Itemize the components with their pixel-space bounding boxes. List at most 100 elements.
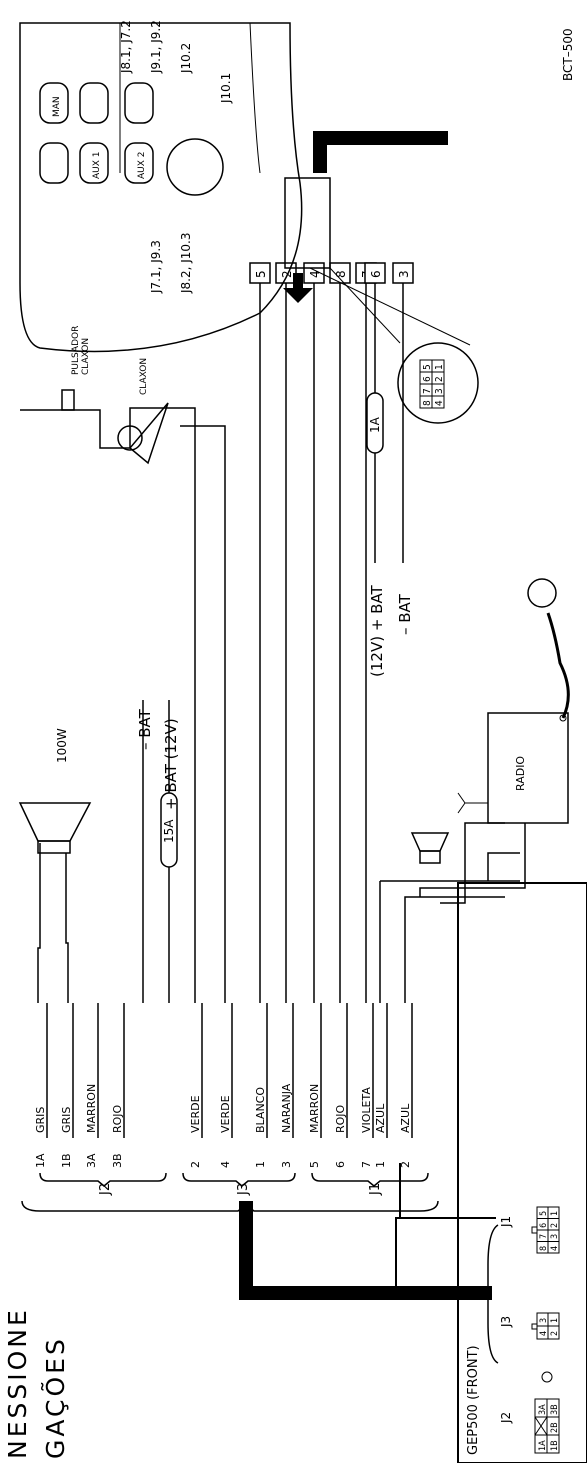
plug-pin: 8 bbox=[422, 400, 433, 406]
plug-pin: 4 bbox=[434, 400, 445, 406]
wire-color-label: GRIS bbox=[34, 1107, 47, 1133]
gep500-j3-label: J3 bbox=[499, 1316, 513, 1328]
wire-color-label: MARRON bbox=[85, 1084, 98, 1133]
wire-color-label: AZUL bbox=[374, 1103, 387, 1133]
gep500-j1-pin: 1 bbox=[550, 1211, 560, 1216]
wire-pin-label: 3 bbox=[280, 1161, 293, 1168]
fuse-15a: 15A bbox=[160, 792, 178, 868]
bat-main-plus: + BAT (12V) bbox=[162, 718, 180, 810]
wire-pin-label: 1B bbox=[60, 1153, 73, 1168]
ref-bottom-1: J8.2, J10.3 bbox=[179, 232, 193, 294]
group-label-j2: J2 bbox=[98, 1183, 113, 1196]
wire-pin-label: 2 bbox=[399, 1161, 412, 1168]
claxon-horn: CLAXON bbox=[117, 358, 169, 465]
terminal-pin: 5 bbox=[254, 270, 268, 278]
gep500-module: GEP500 (FRONT) J2 1A 3A 1B 2B 3B J3 4 3 … bbox=[457, 882, 587, 1463]
terminal-pin: 8 bbox=[334, 270, 348, 278]
control-refs: J8.1, J7.2 J9.1, J9.2 J10.2 J10.1 J7.1, … bbox=[119, 20, 233, 294]
arrow-right-icon bbox=[283, 273, 313, 303]
claxon-horn-label: CLAXON bbox=[139, 358, 149, 395]
claxon-switch-label2: CLAXON bbox=[81, 338, 91, 375]
gep500-j1-pin: 5 bbox=[539, 1211, 549, 1216]
bat-main-minus: – BAT bbox=[136, 708, 154, 750]
wire-pin-label: 3A bbox=[85, 1153, 98, 1168]
plug-pin: 5 bbox=[422, 364, 433, 370]
microphone-icon bbox=[527, 578, 557, 608]
gep500-j1-pin: 6 bbox=[539, 1223, 549, 1228]
bat-ctrl-plus: (12V) + BAT bbox=[368, 584, 386, 677]
plug-pin: 2 bbox=[434, 376, 445, 382]
gep500-j2-pin: 1A bbox=[538, 1440, 548, 1451]
wire-color-label: GRIS bbox=[60, 1107, 73, 1133]
bct500-label: BCT–500 bbox=[561, 28, 575, 81]
plug-pin: 7 bbox=[422, 388, 433, 394]
wire-color-label: ROJO bbox=[334, 1104, 347, 1133]
speaker-100w-label: 100W bbox=[55, 728, 69, 763]
radio-label: RADIO bbox=[514, 756, 527, 791]
radio-unit: RADIO bbox=[410, 578, 570, 864]
button-aux2[interactable] bbox=[124, 142, 154, 184]
plug-cell bbox=[431, 359, 445, 373]
button-horn-mode[interactable] bbox=[39, 142, 69, 184]
speaker-100w: 100W bbox=[18, 728, 92, 854]
wire-color-label: AZUL bbox=[399, 1103, 412, 1133]
wire-color-label: VERDE bbox=[189, 1095, 202, 1133]
gep500-j1-connector: 8 7 6 5 4 3 2 1 bbox=[531, 1206, 560, 1254]
button-lamp[interactable] bbox=[124, 82, 154, 124]
bct500-remote: MAN AUX 1 AUX 2 BCT–500 bbox=[19, 22, 575, 353]
dpad[interactable] bbox=[166, 138, 224, 196]
gep500-j2-connector: 1A 3A 1B 2B 3B bbox=[534, 1371, 560, 1454]
wire-pin-label: 4 bbox=[219, 1161, 232, 1168]
ref-top-2: J10.2 bbox=[179, 43, 193, 74]
wire-color-label: ROJO bbox=[111, 1104, 124, 1133]
claxon-switch: PULSADOR CLAXON bbox=[20, 326, 130, 449]
terminal-pin: 3 bbox=[397, 270, 411, 278]
gep500-j3-connector: 4 3 2 1 bbox=[531, 1312, 560, 1340]
fuse-1a-label: 1A bbox=[368, 416, 382, 433]
gep500-j2-pin: 3A bbox=[538, 1404, 548, 1415]
terminal-cell bbox=[329, 262, 351, 284]
gep500-j3-pin: 4 bbox=[539, 1331, 549, 1336]
button-music[interactable] bbox=[79, 82, 109, 124]
button-aux2-label: AUX 2 bbox=[137, 152, 147, 180]
title-line2: GAÇÕES bbox=[40, 1336, 70, 1459]
gep500-j1-pin: 7 bbox=[539, 1234, 549, 1239]
button-aux1-label: AUX 1 bbox=[92, 152, 102, 180]
gep500-j1-pin: 3 bbox=[550, 1234, 560, 1239]
gep500-j2-pin: 2B bbox=[550, 1422, 560, 1433]
button-man-label: MAN bbox=[52, 96, 62, 117]
bat-ctrl-minus: – BAT bbox=[396, 593, 414, 635]
wire-color-label: NARANJA bbox=[280, 1083, 293, 1133]
ref-bottom-0: J7.1, J9.3 bbox=[149, 240, 163, 294]
wire-color-label: VERDE bbox=[219, 1095, 232, 1133]
wire-labels: 1AGRIS1BGRIS3AMARRON3BROJO2VERDE4VERDE1B… bbox=[34, 1003, 413, 1168]
ref-top-1: J9.1, J9.2 bbox=[149, 20, 163, 74]
gep500-j3-pin: 1 bbox=[550, 1318, 560, 1323]
plug-pin: 6 bbox=[422, 376, 433, 382]
gep500-j1-pin: 2 bbox=[550, 1223, 560, 1228]
title-line1: NESSIONE bbox=[3, 1307, 32, 1459]
ref-top-0: J8.1, J7.2 bbox=[119, 20, 133, 74]
radio-speaker-icon bbox=[419, 850, 441, 864]
wire-color-label: BLANCO bbox=[254, 1087, 267, 1133]
button-aux1[interactable] bbox=[79, 142, 109, 184]
plug-pin: 3 bbox=[434, 388, 445, 394]
group-label-j1: J1 bbox=[368, 1183, 383, 1196]
fuse-15a-label: 15A bbox=[162, 819, 176, 843]
wire-pin-label: 1 bbox=[254, 1161, 267, 1168]
terminal-cell bbox=[249, 262, 271, 284]
control-cable bbox=[313, 131, 448, 173]
terminal-pin: 4 bbox=[308, 270, 322, 278]
button-man[interactable] bbox=[39, 82, 69, 124]
gep500-j2-label: J2 bbox=[499, 1412, 513, 1424]
terminal-block: 5248763 bbox=[249, 262, 414, 284]
gep500-j1-pin: 8 bbox=[539, 1246, 549, 1251]
wire-pin-label: 7 bbox=[360, 1161, 373, 1168]
gep500-label: GEP500 (FRONT) bbox=[466, 1345, 481, 1455]
terminal-cell bbox=[392, 262, 414, 284]
main-harness: J2 J3 J1 bbox=[21, 1163, 499, 1364]
ref-top-3: J10.1 bbox=[219, 73, 233, 104]
